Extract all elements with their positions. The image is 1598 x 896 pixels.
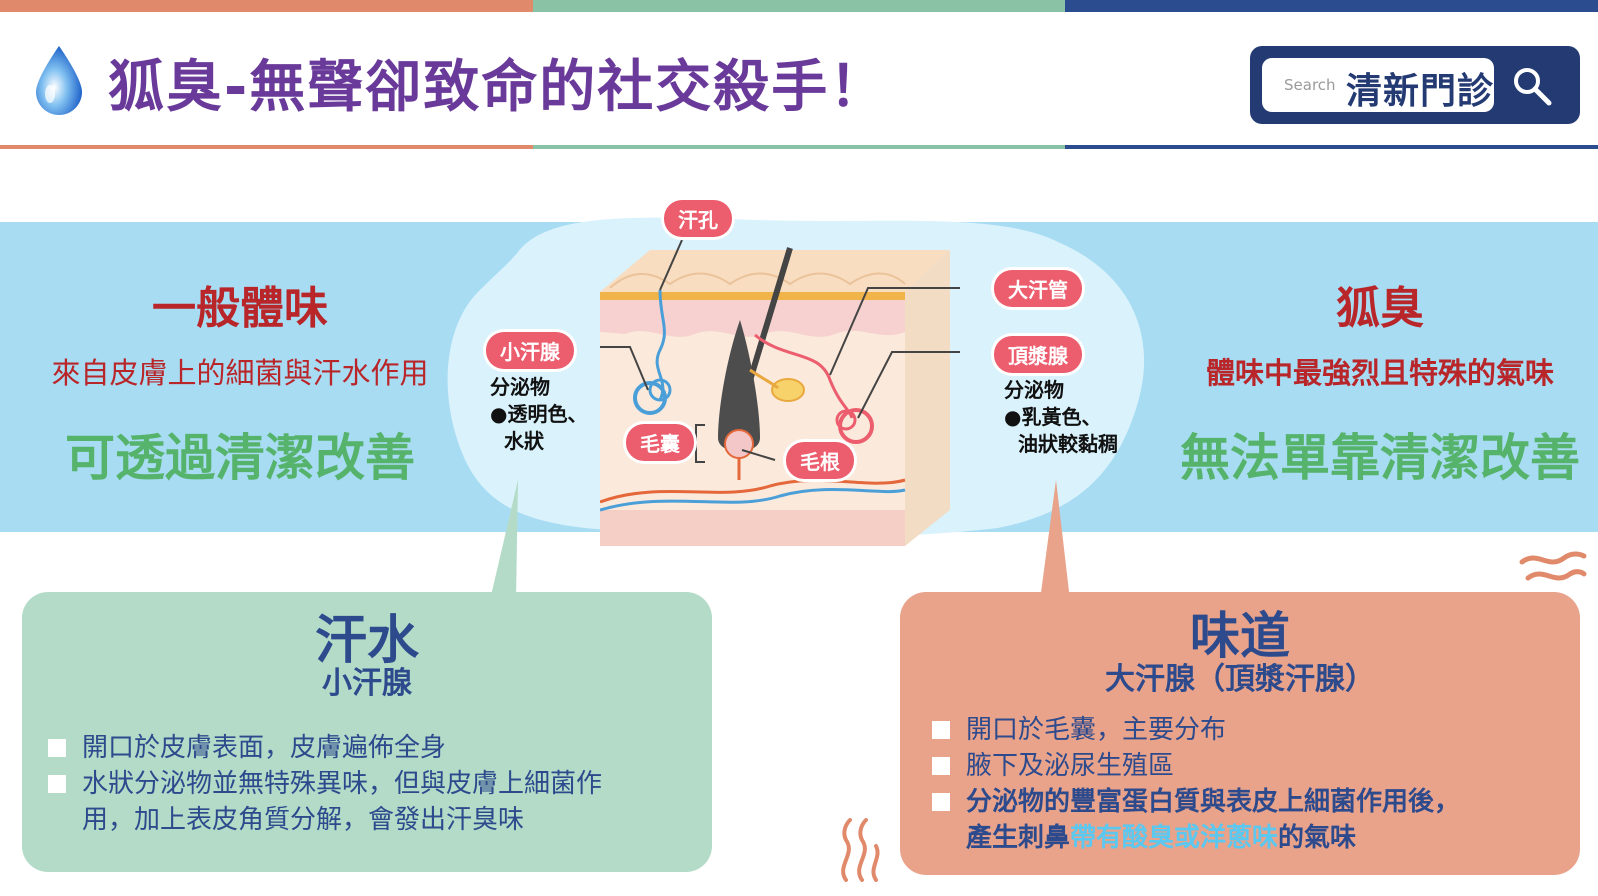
bullet-square-icon [932,793,950,811]
label-hair-root: 毛根 [786,442,854,479]
search-bar[interactable]: Search 清新門診 [1250,46,1580,124]
label-small-sweat-gland: 小汗腺 [486,332,574,369]
sweat-bullet-continuation: 用，加上表皮角質分解，會發出汗臭味 [82,805,525,835]
top-bar-green [532,0,1066,12]
small-gland-secretion: 分泌物 ●透明色、 水狀 [490,374,587,455]
bromhidrosis-note: 無法單靠清潔改善 [1180,429,1580,487]
sweat-bullet-text: 開口於皮膚表面，皮膚遍佈全身 [82,733,447,763]
sweat-bullet: 開口於皮膚表面，皮膚遍佈全身 [48,730,446,766]
top-color-bar [0,0,1598,12]
apocrine-secretion-line: 分泌物 [1004,378,1064,402]
odor-info-box: 味道 大汗腺（頂漿汗腺） 開口於毛囊，主要分布 腋下及泌尿生殖區 分泌物的豐富蛋… [900,592,1580,875]
top-bar-blue [1065,0,1598,12]
odor-bullet-continuation: 產生刺鼻帶有酸臭或洋蔥味的氣味 [966,820,1356,856]
bullet-square-icon [48,739,66,757]
sweat-box-subtitle: 小汗腺 [322,666,412,701]
divider-orange [0,145,533,149]
top-bar-orange [0,0,533,12]
apocrine-secretion-line: 油狀較黏稠 [1018,432,1118,456]
odor-bullet: 分泌物的豐富蛋白質與表皮上細菌作用後， [932,784,1460,820]
small-secretion-line: 水狀 [504,429,544,453]
bromhidrosis-desc: 體味中最強烈且特殊的氣味 [1205,356,1554,390]
label-pore: 汗孔 [664,200,732,237]
apocrine-secretion-line: ●乳黃色、 [1004,405,1102,429]
general-odor-desc: 來自皮膚上的細菌與汗水作用 [51,356,429,390]
sweat-bullet: 水狀分泌物並無特殊異味，但與皮膚上細菌作 [48,766,602,802]
sweat-info-box: 汗水 小汗腺 開口於皮膚表面，皮膚遍佈全身 水狀分泌物並無特殊異味，但與皮膚上細… [22,592,712,872]
bromhidrosis-heading: 狐臭 [1336,283,1424,334]
search-brand-text: 清新門診 [1346,71,1495,112]
odor-box-subtitle: 大汗腺（頂漿汗腺） [1105,662,1375,697]
page-title: 狐臭-無聲卻致命的社交殺手！ [108,55,888,120]
odor-highlight-text: 帶有酸臭或洋蔥味 [1070,823,1279,853]
odor-box-title: 味道 [1190,607,1290,665]
odor-bullet-text: 腋下及泌尿生殖區 [966,751,1175,781]
divider-green [532,145,1066,149]
water-drop-icon [36,46,82,115]
header-divider [0,145,1598,149]
odor-bullet-text: 開口於毛囊，主要分布 [966,715,1227,745]
bullet-square-icon [932,721,950,739]
odor-swirl-icon [1519,551,1587,581]
odor-wave-icon [841,818,880,882]
search-input[interactable]: Search 清新門診 [1262,58,1494,112]
general-odor-note: 可透過清潔改善 [65,429,415,487]
sweat-bullet-text: 水狀分泌物並無特殊異味，但與皮膚上細菌作 [82,769,603,799]
odor-last-post: 的氣味 [1278,823,1357,853]
bullet-square-icon [932,757,950,775]
sweat-box-title: 汗水 [314,611,419,671]
odor-last-pre: 產生刺鼻 [966,823,1071,853]
skin-cross-section-diagram [600,240,960,546]
divider-blue [1065,145,1598,149]
odor-bullet: 腋下及泌尿生殖區 [932,748,1174,784]
small-secretion-line: ●透明色、 [490,402,588,426]
odor-bullet-text: 分泌物的豐富蛋白質與表皮上細菌作用後， [966,787,1461,817]
small-secretion-line: 分泌物 [490,375,550,399]
sweat-callout-tail [490,480,518,600]
odor-callout-tail [1040,480,1070,600]
label-hair-follicle: 毛囊 [626,424,694,461]
general-odor-heading: 一般體味 [152,283,328,334]
search-placeholder: Search [1284,76,1336,94]
label-apocrine-gland: 頂漿腺 [994,336,1082,373]
bullet-square-icon [48,775,66,793]
search-icon[interactable] [1510,64,1554,108]
apocrine-secretion: 分泌物 ●乳黃色、 油狀較黏稠 [1004,377,1118,458]
label-large-sweat-duct: 大汗管 [994,270,1082,307]
odor-bullet: 開口於毛囊，主要分布 [932,712,1226,748]
